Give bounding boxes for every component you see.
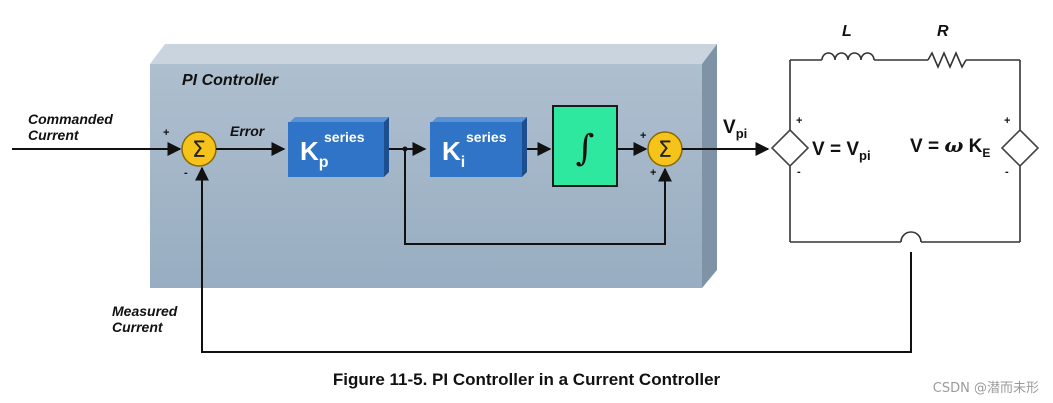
- svg-text:V = Vpi: V = Vpi: [812, 139, 871, 163]
- sum-1-plus: +: [163, 127, 169, 139]
- kp-main: K: [300, 136, 319, 166]
- sum-2-plus-bottom: +: [650, 167, 656, 179]
- figure-caption: Figure 11-5. PI Controller in a Current …: [332, 370, 721, 389]
- svg-text:Ki: Ki: [442, 136, 465, 171]
- source-right-plus: +: [1004, 115, 1010, 127]
- vpi-sub: pi: [736, 126, 748, 141]
- source-left-minus: -: [797, 166, 801, 178]
- input-label-line2: Current: [28, 127, 80, 143]
- svg-text:Vpi: Vpi: [723, 117, 747, 141]
- resistor-label: R: [937, 23, 949, 40]
- kp-sub: p: [319, 154, 329, 171]
- summing-junction-1: Σ: [181, 131, 217, 167]
- source-right-sub: E: [982, 146, 990, 160]
- circuit: [789, 50, 1021, 243]
- source-right-omega: ω: [944, 133, 963, 157]
- feedback-label-line2: Current: [112, 319, 164, 335]
- feedback-label-line1: Measured: [112, 303, 178, 319]
- svg-text:V = ω KE: V = ω KE: [910, 133, 990, 160]
- source-right-minus: -: [1005, 166, 1009, 178]
- sum-2-symbol: Σ: [658, 138, 672, 163]
- sum-2-plus-left: +: [640, 130, 646, 142]
- source-left-plus: +: [796, 115, 802, 127]
- ki-main: K: [442, 136, 461, 166]
- source-right-k: K: [963, 136, 982, 157]
- integrator-symbol: ∫: [576, 128, 595, 169]
- resistor: [927, 50, 967, 70]
- sum-1-minus: -: [184, 167, 188, 179]
- sum-1-symbol: Σ: [192, 138, 206, 163]
- kp-sup: series: [324, 129, 365, 145]
- source-right-eq: V =: [910, 136, 944, 157]
- source-left-sub: pi: [859, 148, 871, 163]
- summing-junction-2: Σ: [647, 131, 683, 167]
- ki-sub: i: [461, 154, 465, 171]
- controller-title: PI Controller: [182, 72, 279, 89]
- integrator-block: ∫: [552, 105, 618, 187]
- inductor: [821, 52, 875, 61]
- source-left-eq: V = V: [812, 139, 859, 160]
- wire-crossover-hop: [900, 231, 922, 243]
- feedback-wire: [195, 166, 912, 353]
- proportional-path-wire: [404, 149, 672, 245]
- input-label-line1: Commanded: [28, 111, 113, 127]
- source-left-diamond: [770, 128, 810, 168]
- ki-series-block: Ki series: [430, 117, 527, 177]
- watermark: CSDN @潜而未形: [932, 381, 1039, 396]
- kp-series-block: Kp series: [288, 117, 389, 177]
- inductor-label: L: [842, 23, 852, 40]
- ki-sup: series: [466, 129, 507, 145]
- svg-text:Kp: Kp: [300, 136, 329, 171]
- source-right-diamond: [1000, 128, 1040, 168]
- vpi-main: V: [723, 117, 736, 138]
- error-label: Error: [230, 123, 266, 139]
